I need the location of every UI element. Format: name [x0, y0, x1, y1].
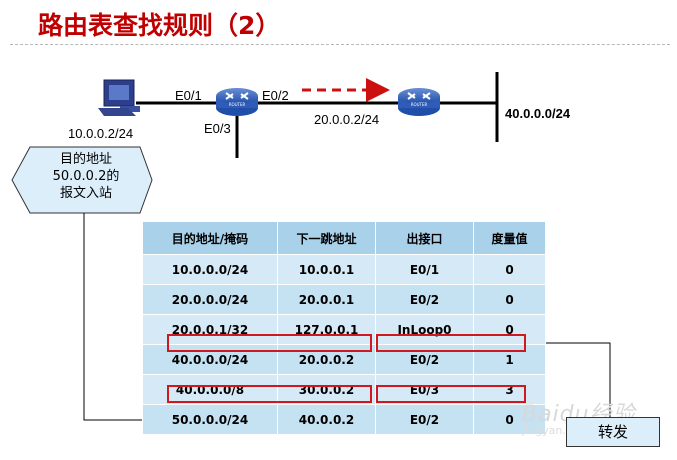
cell-destination: 50.0.0.0/24 — [142, 404, 278, 435]
far-network-label: 40.0.0.0/24 — [505, 106, 571, 121]
callout-text: 目的地址 50.0.0.2的 报文入站 — [34, 151, 138, 202]
table-row: 20.0.0.0/24 20.0.0.1 E0/2 0 — [142, 284, 546, 315]
header-interface: 出接口 — [375, 221, 474, 255]
port-e02-label: E0/2 — [262, 88, 289, 103]
highlight-row-40-right — [376, 334, 526, 352]
cell-metric: 0 — [473, 284, 546, 315]
cell-next-hop: 20.0.0.1 — [277, 284, 376, 315]
routing-table: 目的地址/掩码 下一跳地址 出接口 度量值 10.0.0.0/24 10.0.0… — [142, 221, 546, 435]
callout-line-1: 目的地址 — [59, 152, 112, 167]
cell-metric: 3 — [473, 374, 546, 405]
table-header-row: 目的地址/掩码 下一跳地址 出接口 度量值 — [142, 221, 546, 255]
cell-destination: 20.0.0.1/32 — [142, 314, 278, 345]
header-destination: 目的地址/掩码 — [142, 221, 278, 255]
cell-interface: InLoop0 — [375, 314, 474, 345]
cell-destination: 40.0.0.0/8 — [142, 374, 278, 405]
callout-shape — [11, 146, 153, 214]
cell-interface: E0/2 — [375, 284, 474, 315]
link-address-label: 20.0.0.2/24 — [314, 112, 380, 127]
router-2-label: ROUTER — [411, 102, 428, 107]
forward-box: 转发 — [566, 417, 660, 447]
port-e03-label: E0/3 — [204, 121, 231, 136]
table-row: 10.0.0.0/24 10.0.0.1 E0/1 0 — [142, 254, 546, 285]
cell-interface: E0/2 — [375, 344, 474, 375]
highlight-row-50-right — [376, 385, 526, 403]
port-e01-label: E0/1 — [175, 88, 202, 103]
cell-metric: 1 — [473, 344, 546, 375]
table-row: 40.0.0.0/24 20.0.0.2 E0/2 1 — [142, 344, 546, 375]
cell-next-hop: 10.0.0.1 — [277, 254, 376, 285]
pc-icon — [98, 79, 140, 116]
cell-metric: 0 — [473, 314, 546, 345]
pc-address-label: 10.0.0.2/24 — [68, 126, 134, 141]
title-divider — [10, 44, 670, 45]
cell-interface: E0/2 — [375, 404, 474, 435]
cell-interface: E0/1 — [375, 254, 474, 285]
callout-line-3: 报文入站 — [59, 186, 112, 201]
forward-connector — [525, 342, 611, 417]
highlight-row-50 — [167, 385, 372, 403]
router-1-label: ROUTER — [229, 102, 246, 107]
table-row: 50.0.0.0/24 40.0.0.2 E0/2 0 — [142, 404, 546, 435]
page-title: 路由表查找规则（2） — [38, 11, 281, 40]
callout-line-2: 50.0.0.2的 — [52, 169, 120, 184]
router-2-icon — [398, 88, 440, 116]
cell-next-hop: 40.0.0.2 — [277, 404, 376, 435]
cell-interface: E0/3 — [375, 374, 474, 405]
cell-destination: 10.0.0.0/24 — [142, 254, 278, 285]
cell-destination: 40.0.0.0/24 — [142, 344, 278, 375]
cell-metric: 0 — [473, 254, 546, 285]
header-metric: 度量值 — [473, 221, 546, 255]
highlight-row-40 — [167, 334, 372, 352]
table-row: 20.0.0.1/32 127.0.0.1 InLoop0 0 — [142, 314, 546, 345]
header-next-hop: 下一跳地址 — [277, 221, 376, 255]
cell-metric: 0 — [473, 404, 546, 435]
cell-next-hop: 127.0.0.1 — [277, 314, 376, 345]
router-1-icon — [216, 88, 258, 116]
cell-destination: 20.0.0.0/24 — [142, 284, 278, 315]
